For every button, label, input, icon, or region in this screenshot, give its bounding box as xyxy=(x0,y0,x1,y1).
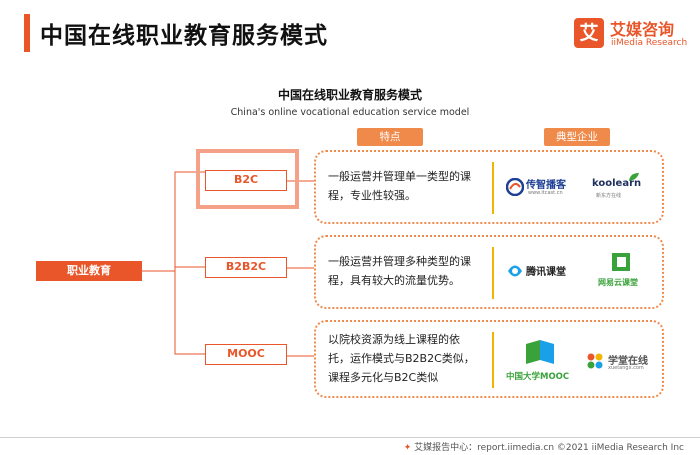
b2c-highlight-frame xyxy=(196,149,299,209)
company-name: koolearn xyxy=(592,178,642,189)
company-netease-classroom: 网易云课堂 xyxy=(598,251,648,295)
type-box-b2c: B2C xyxy=(205,170,287,191)
iimedia-logo-icon: 艾 xyxy=(574,18,604,48)
type-box-mooc: MOOC xyxy=(205,344,287,365)
type-box-b2b2c: B2B2C xyxy=(205,257,287,278)
company-icourse-mooc: 中国大学MOOC xyxy=(506,338,582,384)
company-name: 网易云课堂 xyxy=(598,278,638,287)
company-xuetangx: 学堂在线 xuetangx.com xyxy=(586,350,656,380)
branch-bracket xyxy=(174,171,190,355)
card-b2c: 一般运营并管理单一类型的课 程，专业性较强。 传智播客 www.itcast.c… xyxy=(314,150,664,224)
card-divider xyxy=(492,332,494,388)
diagram-title: 中国在线职业教育服务模式 xyxy=(277,88,422,102)
title-accent-bar xyxy=(24,14,30,52)
company-url: xuetangx.com xyxy=(608,365,644,371)
page-title: 中国在线职业教育服务模式 xyxy=(40,23,328,49)
logo-english-name: iiMedia Research xyxy=(611,38,688,48)
xuetang-icon xyxy=(587,353,603,369)
card-b2c-description: 一般运营并管理单一类型的课 程，专业性较强。 xyxy=(328,167,471,205)
tencent-classroom-icon xyxy=(508,265,522,277)
company-name: 学堂在线 xyxy=(608,356,648,367)
company-tencent-classroom: 腾讯课堂 xyxy=(506,259,586,289)
card-b2b2c-description: 一般运营并管理多种类型的课 程，具有较大的流量优势。 xyxy=(328,252,471,290)
description-line: 程，具有较大的流量优势。 xyxy=(328,274,460,287)
company-name: 腾讯课堂 xyxy=(526,267,566,278)
card-mooc-description: 以院校资源为线上课程的依 托，运作模式与B2B2C类似， 课程多元化与B2C类似 xyxy=(328,330,475,387)
diagram-subtitle: China's online vocational education serv… xyxy=(230,107,470,118)
netease-classroom-icon xyxy=(612,253,630,271)
mooc-cube-icon xyxy=(526,340,554,364)
footer-source: ✦ 艾媒报告中心：report.iimedia.cn ©2021 iiMedia… xyxy=(404,440,684,453)
company-koolearn: koolearn 新东方在线 xyxy=(592,173,654,202)
card-divider xyxy=(492,162,494,214)
description-line: 课程多元化与B2C类似 xyxy=(328,371,439,384)
company-itcast: 传智播客 www.itcast.cn xyxy=(506,176,584,202)
card-mooc: 以院校资源为线上课程的依 托，运作模式与B2B2C类似， 课程多元化与B2C类似… xyxy=(314,320,664,398)
description-line: 程，专业性较强。 xyxy=(328,189,416,202)
description-line: 托，运作模式与B2B2C类似， xyxy=(328,352,475,365)
leaf-icon xyxy=(629,173,639,181)
footer-divider xyxy=(0,437,700,438)
footer-text: 艾媒报告中心：report.iimedia.cn ©2021 iiMedia R… xyxy=(414,443,684,453)
report-center-icon: ✦ xyxy=(403,443,412,453)
company-subtitle: 新东方在线 xyxy=(596,193,622,199)
root-node-vocational-education: 职业教育 xyxy=(36,261,142,281)
swirl-icon xyxy=(506,178,524,196)
card-b2b2c: 一般运营并管理多种类型的课 程，具有较大的流量优势。 腾讯课堂 网易云课堂 xyxy=(314,235,664,309)
description-line: 以院校资源为线上课程的依 xyxy=(328,333,460,346)
companies-column-tag: 典型企业 xyxy=(544,128,610,146)
card-divider xyxy=(492,247,494,299)
description-line: 一般运营并管理单一类型的课 xyxy=(328,170,471,183)
logo-name: 艾媒咨询 xyxy=(610,20,675,39)
company-name: 传智播客 xyxy=(526,180,566,191)
description-line: 一般运营并管理多种类型的课 xyxy=(328,255,471,268)
features-column-tag: 特点 xyxy=(357,128,423,146)
company-name: 中国大学MOOC xyxy=(506,372,570,382)
company-url: www.itcast.cn xyxy=(528,190,563,196)
